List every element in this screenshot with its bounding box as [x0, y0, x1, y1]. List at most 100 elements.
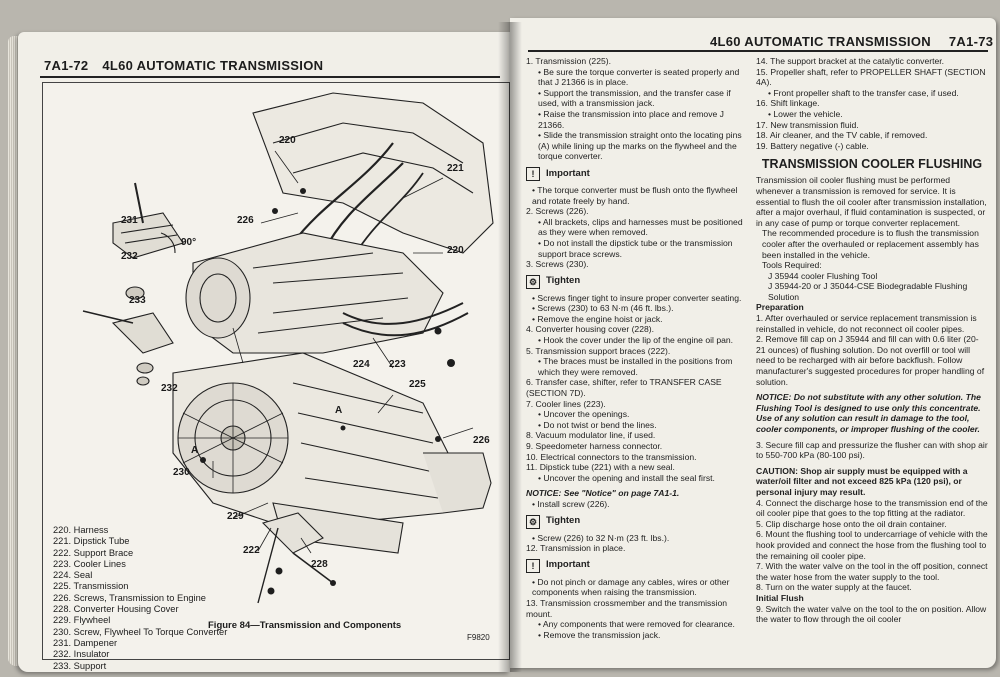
text-line: • The torque converter must be flush ont…	[532, 184, 740, 206]
text-line: J 35944 cooler Flushing Tool	[768, 270, 878, 281]
text-line: • Screws finger tight to insure proper c…	[532, 292, 742, 303]
transmission-figure: 220 221 226 231 90° 232 220 233 232 224 …	[42, 82, 510, 672]
tighten-icon: ⚙	[526, 274, 540, 289]
callout-pin-a-left: A	[191, 445, 199, 456]
text-line: • Support the transmission, and the tran…	[538, 87, 734, 109]
text-line: • Slide the transmission straight onto t…	[538, 130, 745, 162]
figure-code: F9820	[467, 633, 490, 642]
callout-232-lower: 232	[161, 383, 178, 394]
text-line: • Remove the engine hoist or jack.	[532, 313, 663, 324]
text-line: Tools Required:	[762, 260, 822, 271]
important-icon: !	[526, 558, 540, 573]
legend-item: 220. Harness	[53, 525, 109, 535]
text-line: • All brackets, clips and harnesses must…	[538, 216, 745, 238]
important-box: ! Important	[526, 558, 748, 573]
text-line: • Do not pinch or damage any cables, wir…	[532, 576, 732, 598]
caution-text: CAUTION: Shop air supply must be equippe…	[756, 465, 970, 497]
text-line: Transmission oil cooler flushing must be…	[756, 175, 990, 228]
text-line: 3. Screws (230).	[526, 259, 589, 270]
text-line: • The braces must be installed in the po…	[538, 356, 735, 377]
text-line: 8. Vacuum modulator line, if used.	[526, 430, 656, 441]
text-line: 9. Speedometer harness connector.	[526, 441, 663, 451]
text-line: • Hook the cover under the lip of the en…	[538, 335, 734, 346]
text-line: 2. Screws (226).	[526, 206, 589, 217]
text-line: 10. Electrical connectors to the transmi…	[526, 451, 697, 462]
subheading: Initial Flush	[756, 592, 804, 603]
legend-item: 229. Flywheel	[53, 615, 111, 626]
text-line: 11. Dipstick tube (221) with a new seal.	[526, 462, 675, 473]
open-manual: 7A1-72 4L60 AUTOMATIC TRANSMISSION	[8, 18, 998, 672]
text-line: • Install screw (226).	[532, 498, 610, 509]
legend-item: 226. Screws, Transmission to Engine	[53, 592, 206, 603]
section-heading: TRANSMISSION COOLER FLUSHING	[761, 157, 983, 172]
transmission-illustration	[82, 92, 494, 604]
text-line: J 35944-20 or J 35044-CSE Biodegradable …	[768, 281, 970, 302]
text-line: 8. Turn on the water supply at the fauce…	[756, 582, 912, 593]
left-page-number: 7A1-72	[44, 58, 89, 73]
text-column-right: 14. The support bracket at the catalytic…	[756, 56, 988, 625]
text-line: • Screw (226) to 32 N·m (23 ft. lbs.).	[532, 532, 670, 543]
box-label: Tighten	[546, 275, 581, 287]
text-line: 14. The support bracket at the catalytic…	[756, 56, 945, 66]
text-line: • Remove the transmission jack.	[538, 629, 661, 640]
text-line: 4. Connect the discharge hose to the tra…	[756, 497, 991, 519]
box-label: Important	[546, 559, 590, 571]
text-line: • Do not install the dipstick tube or th…	[538, 237, 735, 259]
text-line: 5. Transmission support braces (222).	[526, 345, 671, 356]
header-rule	[528, 50, 988, 52]
callout-221: 221	[447, 163, 464, 174]
text-line: • Screws (230) to 63 N·m (46 ft. lbs.).	[532, 303, 674, 314]
text-line: • Lower the vehicle.	[768, 108, 843, 119]
legend-item: 230. Screw, Flywheel To Torque Converter	[53, 626, 228, 637]
callout-231: 231	[121, 215, 138, 226]
right-page-title: 4L60 AUTOMATIC TRANSMISSION	[710, 34, 931, 49]
text-line: 18. Air cleaner, and the TV cable, if re…	[756, 130, 928, 141]
callout-229: 229	[227, 511, 244, 522]
figure-caption: Figure 84—Transmission and Components	[208, 620, 402, 631]
text-line: 1. Transmission (225).	[526, 56, 612, 66]
text-line: • Be sure the torque converter is seated…	[538, 66, 742, 88]
right-page: 4L60 AUTOMATIC TRANSMISSION 7A1-73 1. Tr…	[510, 18, 996, 668]
legend-item: 232. Insulator	[53, 649, 110, 660]
text-line: 2. Remove fill cap on J 35944 and fill c…	[756, 334, 987, 387]
callout-222: 222	[243, 545, 260, 556]
text-line: The recommended procedure is to flush th…	[762, 228, 982, 260]
tighten-icon: ⚙	[526, 514, 540, 529]
text-line: 15. Propeller shaft, refer to PROPELLER …	[756, 66, 988, 88]
callout-232: 232	[121, 251, 138, 262]
callout-pin-a-right: A	[335, 405, 343, 416]
text-line: • Front propeller shaft to the transfer …	[768, 87, 959, 98]
right-page-number: 7A1-73	[948, 34, 994, 49]
text-line: 16. Shift linkage.	[756, 98, 820, 109]
text-line: 6. Mount the flushing tool to undercarri…	[756, 529, 991, 561]
callout-90-degrees: 90°	[181, 237, 197, 248]
text-line: 9. Switch the water valve on the tool to…	[756, 603, 989, 625]
legend-item: 233. Support	[53, 660, 107, 671]
text-line: 4. Converter housing cover (228).	[526, 324, 655, 335]
right-page-header: 4L60 AUTOMATIC TRANSMISSION 7A1-73	[710, 34, 993, 49]
text-line: 5. Clip discharge hose onto the oil drai…	[756, 518, 947, 529]
text-line: 7. With the water valve on the tool in t…	[756, 561, 990, 582]
text-line: 1. After overhauled or service replaceme…	[756, 313, 980, 334]
callout-226: 226	[237, 215, 254, 226]
callout-224: 224	[353, 359, 370, 370]
text-line: 6. Transfer case, shifter, refer to TRAN…	[526, 377, 725, 399]
callout-223: 223	[389, 359, 406, 370]
text-column-left: 1. Transmission (225).• Be sure the torq…	[526, 56, 748, 640]
callout-226-lower: 226	[473, 435, 490, 446]
text-line: 17. New transmission fluid.	[756, 119, 859, 130]
callout-220: 220	[279, 135, 296, 146]
important-icon: !	[526, 166, 540, 181]
legend-item: 225. Transmission	[53, 581, 129, 592]
legend-item: 222. Support Brace	[53, 547, 134, 558]
legend-item: 228. Converter Housing Cover	[53, 604, 179, 615]
important-box: !Important	[526, 166, 748, 181]
left-page: 7A1-72 4L60 AUTOMATIC TRANSMISSION	[18, 32, 510, 672]
left-page-title: 4L60 AUTOMATIC TRANSMISSION	[102, 58, 324, 73]
left-page-header: 7A1-72 4L60 AUTOMATIC TRANSMISSION	[44, 58, 323, 73]
subheading: Preparation	[756, 302, 804, 313]
notice-text: NOTICE: See "Notice" on page 7A1-1.	[526, 488, 680, 499]
text-line: 7. Cooler lines (223).	[526, 398, 606, 409]
legend-item: 223. Cooler Lines	[53, 558, 126, 569]
legend-item: 224. Seal	[53, 570, 93, 581]
